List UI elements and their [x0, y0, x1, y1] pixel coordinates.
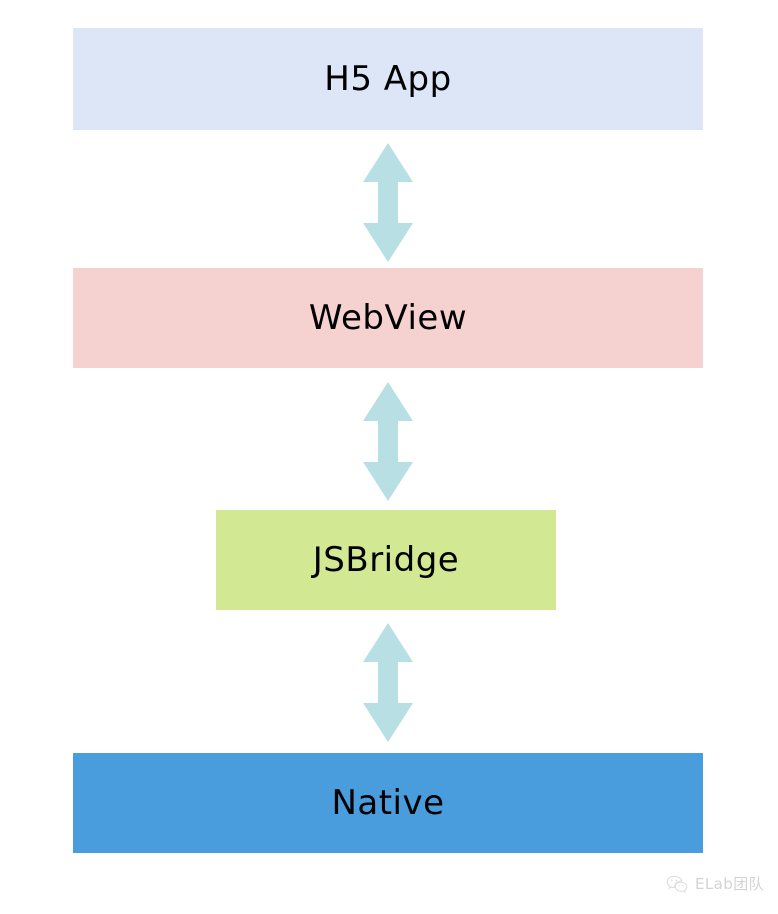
wechat-icon: [666, 875, 688, 894]
layer-label-jsbridge: JSBridge: [312, 540, 460, 580]
layer-box-native: Native: [73, 753, 703, 853]
double-arrow-icon: [363, 143, 413, 262]
arrow-webview-jsbridge: [362, 381, 414, 502]
double-arrow-icon: [363, 382, 413, 501]
double-arrow-icon: [363, 623, 413, 742]
watermark-text: ELab团队: [695, 875, 764, 893]
layer-box-h5app: H5 App: [73, 28, 703, 130]
arrow-jsbridge-native: [362, 622, 414, 743]
layer-label-webview: WebView: [308, 298, 468, 338]
layer-label-h5app: H5 App: [324, 59, 452, 99]
watermark: ELab团队: [666, 875, 764, 894]
arrow-h5app-webview: [362, 142, 414, 263]
layer-label-native: Native: [331, 783, 445, 823]
layer-box-jsbridge: JSBridge: [216, 510, 556, 610]
layer-box-webview: WebView: [73, 268, 703, 368]
